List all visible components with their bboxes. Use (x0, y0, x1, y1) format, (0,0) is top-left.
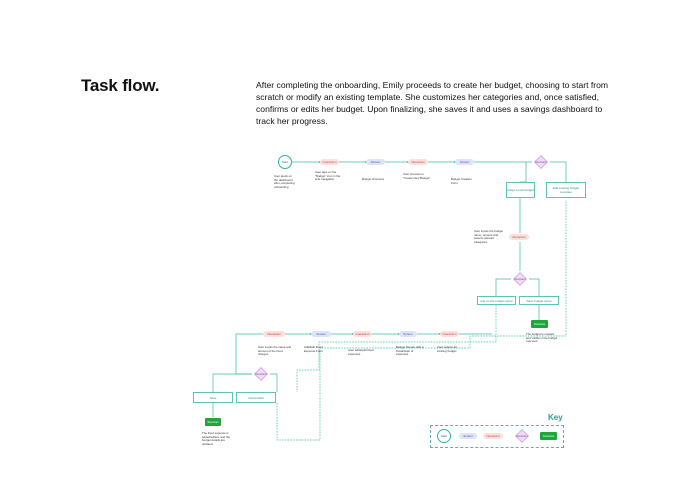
interaction-node: Interaction (263, 331, 285, 337)
connector (520, 162, 527, 183)
dashed-connector (276, 200, 567, 441)
screen-node: Screen (366, 159, 385, 165)
interaction-node: Interaction (408, 159, 428, 165)
decision-label: Decision (255, 372, 267, 376)
interaction-node: Interaction (509, 234, 529, 240)
connector (270, 373, 278, 392)
screen-node: Screen (311, 331, 331, 337)
description: After completing the onboarding, Emily p… (256, 80, 609, 126)
interaction-note: User taps on the "Budget" icon in the si… (315, 170, 341, 182)
key-interaction: Interaction (483, 433, 503, 439)
page-title: Task flow. (81, 76, 160, 95)
option-box: Save (193, 392, 233, 403)
interaction-note: User inputs the budget name, amount and … (474, 229, 504, 244)
interaction-node: Interaction (353, 331, 372, 337)
screen-node: Screen (455, 159, 474, 165)
connector (550, 161, 567, 182)
screen-note: Budget Screen with a breakdown of expens… (396, 345, 424, 357)
connector (529, 278, 540, 296)
decision-node: Decision (511, 271, 529, 287)
option-box: Save budget setup (519, 296, 559, 305)
key-legend (430, 425, 564, 448)
interaction-node: Interaction (320, 159, 339, 165)
connector (495, 278, 511, 296)
success-node: Success (205, 418, 221, 426)
option-box: Edit existing budget template (546, 182, 586, 198)
screen-note: Budget Overview (362, 177, 385, 181)
decision-label: Decision (535, 160, 547, 164)
screen-node: Screen (399, 331, 417, 337)
key-success: Success (540, 432, 557, 440)
decision-node: Decision (252, 366, 270, 382)
interaction-note: User inputs the name and amount of the f… (258, 345, 292, 357)
interaction-note: User selects an existing budget (437, 345, 457, 353)
screen-note: Budget Creation Form (451, 177, 472, 185)
interaction-note: User chooses to "Create New Budget" (403, 172, 431, 180)
key-decision: Decision (512, 428, 532, 444)
key-title: Key (548, 413, 563, 422)
decision-label: Decision (514, 277, 526, 281)
interaction-note: User adds/edit fixed expenses (348, 348, 374, 356)
decision-label: Decision (516, 434, 528, 438)
start-node: Start (278, 155, 292, 169)
success-node: Success (531, 320, 548, 328)
interaction-node: Interaction (440, 331, 459, 337)
connector (212, 373, 252, 392)
success-note: The budget is created and visible in the… (526, 332, 558, 344)
option-box: Cancel Edit (236, 392, 276, 403)
key-screen: Screen (459, 433, 477, 439)
option-box: Get on the budget setup (477, 296, 516, 305)
key-start: Start (437, 429, 451, 443)
option-box: Adopt a new budget (506, 182, 535, 198)
start-note: User lands on the dashboard after comple… (274, 174, 295, 189)
screen-note: Add/Edit Fixed Expense Form (304, 345, 323, 353)
success-note: The fixed expense is added/edited, and t… (202, 431, 230, 446)
decision-node: Decision (532, 154, 550, 170)
